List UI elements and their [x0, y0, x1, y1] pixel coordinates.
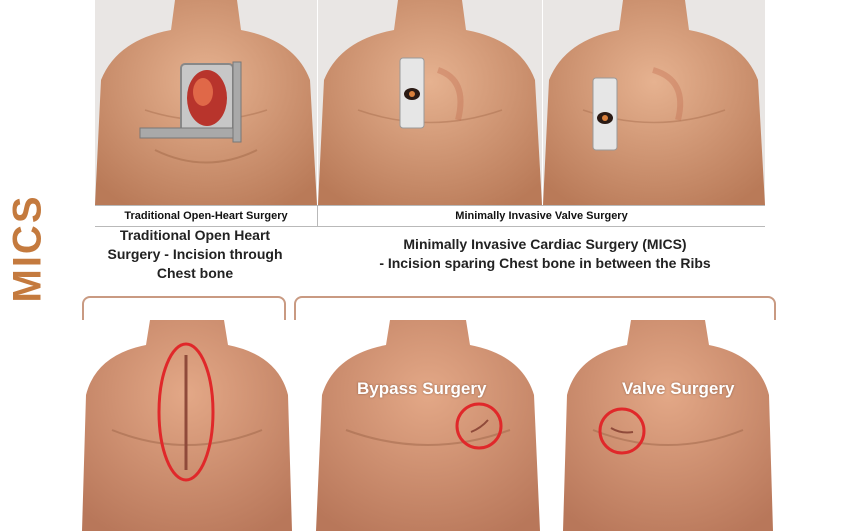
caption-bar: Traditional Open-Heart Surgery Minimally… — [95, 205, 765, 227]
sternotomy-incision-circle — [157, 342, 215, 482]
description-mics-line-2: - Incision sparing Chest bone in between… — [379, 255, 711, 271]
panel-mics-valve-left — [543, 0, 765, 205]
bypass-incision-circle — [455, 402, 503, 450]
panel-mics-valve-right — [318, 0, 542, 205]
torso-valve-illustration — [563, 320, 773, 531]
panel-sternotomy-torso — [82, 320, 292, 531]
bracket-traditional — [82, 296, 286, 320]
torso-mics-valve-illustration-2 — [543, 0, 765, 205]
bypass-surgery-label: Bypass Surgery — [357, 379, 487, 398]
torso-sternotomy-illustration — [82, 320, 292, 531]
description-traditional-line-1: Traditional Open Heart — [119, 227, 271, 243]
side-title-text: MICS — [5, 194, 50, 302]
panel-traditional-open-heart — [95, 0, 317, 205]
side-title: MICS — [6, 188, 50, 308]
description-mics-line-1: Minimally Invasive Cardiac Surgery (MICS… — [403, 236, 687, 252]
panel-valve-torso — [563, 320, 773, 531]
caption-traditional: Traditional Open-Heart Surgery — [124, 210, 288, 222]
description-traditional: Traditional Open Heart Surgery - Incisio… — [90, 226, 300, 283]
bracket-mics — [294, 296, 776, 320]
caption-mics-valve: Minimally Invasive Valve Surgery — [455, 210, 628, 222]
panel-bypass-torso — [316, 320, 540, 531]
torso-bypass-illustration — [316, 320, 540, 531]
description-traditional-line-2: Surgery - Incision through — [107, 246, 283, 262]
torso-mics-valve-illustration-1 — [318, 0, 542, 205]
valve-incision-circle — [598, 407, 646, 455]
description-mics: Minimally Invasive Cardiac Surgery (MICS… — [330, 235, 760, 273]
valve-surgery-label: Valve Surgery — [622, 379, 735, 398]
torso-open-heart-illustration — [95, 0, 317, 205]
caption-divider — [317, 206, 318, 226]
description-traditional-line-3: Chest bone — [156, 265, 234, 281]
